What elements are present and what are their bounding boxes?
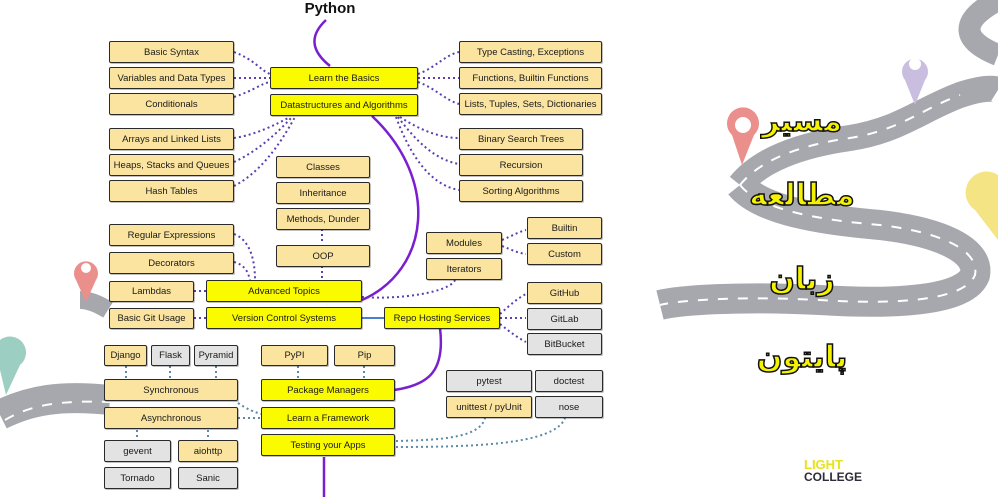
- banner-line-4: پایتون: [756, 339, 848, 376]
- node-pip[interactable]: Pip: [334, 345, 395, 366]
- main-path: [313, 19, 331, 67]
- node-repo-hosting[interactable]: Repo Hosting Services: [384, 307, 500, 329]
- link-recursion: [397, 116, 460, 165]
- banner-line-1: مسیر: [761, 103, 843, 140]
- road-left: [0, 383, 112, 429]
- node-gitlab[interactable]: GitLab: [527, 308, 602, 330]
- link-basic-syntax: [233, 51, 271, 75]
- node-package-managers[interactable]: Package Managers: [261, 379, 395, 401]
- pin-red-left-icon: [74, 261, 98, 302]
- node-git-usage[interactable]: Basic Git Usage: [109, 308, 194, 329]
- node-heaps[interactable]: Heaps, Stacks and Queues: [109, 154, 234, 176]
- pin-yellow-icon: [965, 171, 998, 240]
- main-path-ds-to-advanced: [361, 115, 420, 302]
- road-right-dashes: [659, 184, 977, 306]
- pin-red-icon: [727, 107, 759, 165]
- node-decorators[interactable]: Decorators: [109, 252, 234, 274]
- node-recursion[interactable]: Recursion: [459, 154, 583, 176]
- link-arrays: [233, 116, 291, 139]
- node-doctest[interactable]: doctest: [535, 370, 603, 392]
- pin-purple-icon: [901, 58, 928, 105]
- banner-line-2: مطالعه: [749, 177, 856, 214]
- node-classes[interactable]: Classes: [276, 156, 370, 178]
- main-path-repo-to-pm: [393, 327, 443, 392]
- node-learn-basics[interactable]: Learn the Basics: [270, 67, 418, 89]
- node-django[interactable]: Django: [104, 345, 147, 366]
- node-datastructures[interactable]: Datastructures and Algorithms: [270, 94, 418, 116]
- link-testing-nose: [395, 417, 566, 448]
- link-bst: [399, 116, 460, 139]
- brand-line-1: LIGHT: [804, 457, 843, 472]
- node-asynchronous[interactable]: Asynchronous: [104, 407, 238, 429]
- link-heaps: [233, 116, 293, 163]
- node-arrays[interactable]: Arrays and Linked Lists: [109, 128, 234, 150]
- node-type-casting[interactable]: Type Casting, Exceptions: [459, 41, 602, 63]
- brand-line-2: COLLEGE: [804, 470, 863, 484]
- banner-line-3: زبان: [769, 261, 836, 298]
- node-vcs[interactable]: Version Control Systems: [206, 307, 362, 329]
- node-regex[interactable]: Regular Expressions: [109, 224, 234, 246]
- link-conditionals: [233, 81, 271, 98]
- node-flask[interactable]: Flask: [151, 345, 190, 366]
- node-variables[interactable]: Variables and Data Types: [109, 67, 234, 89]
- node-lists[interactable]: Lists, Tuples, Sets, Dictionaries: [459, 93, 602, 115]
- road-right: [958, 0, 998, 66]
- link-hash: [233, 116, 296, 187]
- node-pyramid[interactable]: Pyramid: [194, 345, 238, 366]
- node-testing[interactable]: Testing your Apps: [261, 434, 395, 456]
- node-github[interactable]: GitHub: [527, 282, 602, 304]
- node-hash-tables[interactable]: Hash Tables: [109, 180, 234, 202]
- road-right-dashes2: [739, 94, 961, 186]
- node-builtin[interactable]: Builtin: [527, 217, 602, 239]
- node-pypi[interactable]: PyPI: [261, 345, 328, 366]
- node-gevent[interactable]: gevent: [104, 440, 171, 462]
- node-basic-syntax[interactable]: Basic Syntax: [109, 41, 234, 63]
- node-sorting[interactable]: Sorting Algorithms: [459, 180, 583, 202]
- link-advanced-iterators: [361, 279, 456, 299]
- pin-teal-icon: [0, 336, 26, 395]
- node-bst[interactable]: Binary Search Trees: [459, 128, 583, 150]
- node-inheritance[interactable]: Inheritance: [276, 182, 370, 204]
- node-synchronous[interactable]: Synchronous: [104, 379, 238, 401]
- road-left-dashes: [4, 400, 111, 421]
- node-functions[interactable]: Functions, Builtin Functions: [459, 67, 602, 89]
- node-tornado[interactable]: Tornado: [104, 467, 171, 489]
- node-sanic[interactable]: Sanic: [178, 467, 238, 489]
- node-unittest[interactable]: unittest / pyUnit: [446, 396, 532, 418]
- roadmap-title: Python: [304, 0, 356, 17]
- brand-logo: LIGHT COLLEGE: [804, 458, 862, 484]
- link-sorting: [395, 116, 460, 191]
- node-conditionals[interactable]: Conditionals: [109, 93, 234, 115]
- node-iterators[interactable]: Iterators: [426, 258, 502, 280]
- node-custom[interactable]: Custom: [527, 243, 602, 265]
- node-lambdas[interactable]: Lambdas: [109, 281, 194, 302]
- node-methods[interactable]: Methods, Dunder: [276, 208, 370, 230]
- node-bitbucket[interactable]: BitBucket: [527, 333, 602, 355]
- node-aiohttp[interactable]: aiohttp: [178, 440, 238, 462]
- node-advanced-topics[interactable]: Advanced Topics: [206, 280, 362, 302]
- node-oop[interactable]: OOP: [276, 245, 370, 267]
- node-learn-framework[interactable]: Learn a Framework: [261, 407, 395, 429]
- node-nose[interactable]: nose: [535, 396, 603, 418]
- node-modules[interactable]: Modules: [426, 232, 502, 254]
- road-left-upper: [79, 291, 113, 318]
- node-pytest[interactable]: pytest: [446, 370, 532, 392]
- link-repo-github: [499, 293, 527, 315]
